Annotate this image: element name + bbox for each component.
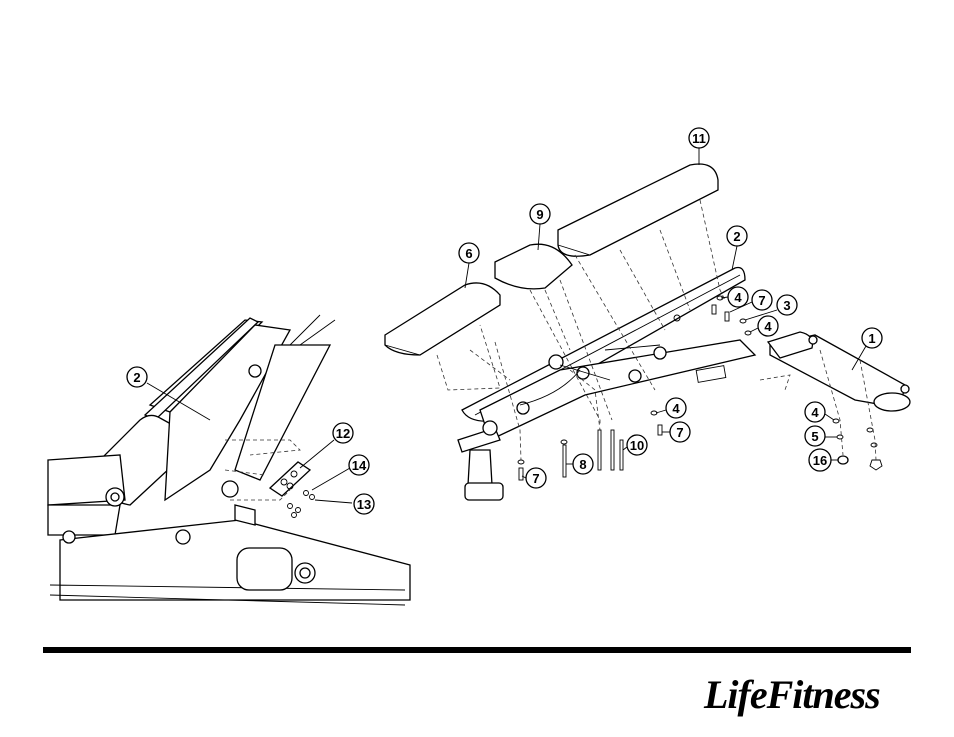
svg-text:7: 7 bbox=[532, 471, 539, 486]
callout-7-c: 7 bbox=[522, 468, 546, 488]
svg-text:7: 7 bbox=[758, 293, 765, 308]
footer-divider bbox=[43, 647, 911, 653]
callout-9: 9 bbox=[530, 204, 550, 250]
svg-text:2: 2 bbox=[133, 370, 140, 385]
callout-4-c: 4 bbox=[805, 402, 834, 422]
svg-text:11: 11 bbox=[692, 131, 706, 146]
callout-11: 11 bbox=[689, 128, 709, 165]
callout-7-b: 7 bbox=[662, 422, 690, 442]
svg-text:4: 4 bbox=[811, 405, 819, 420]
detail-callout-13: 13 bbox=[354, 494, 374, 514]
svg-text:5: 5 bbox=[811, 429, 818, 444]
svg-text:6: 6 bbox=[465, 246, 472, 261]
callout-4-b: 4 bbox=[750, 316, 778, 336]
svg-text:4: 4 bbox=[764, 319, 772, 334]
detail-callout-2: 2 bbox=[127, 367, 147, 387]
svg-text:8: 8 bbox=[579, 457, 586, 472]
svg-text:7: 7 bbox=[676, 425, 683, 440]
svg-text:LifeFitness: LifeFitness bbox=[703, 672, 880, 717]
callout-10: 10 bbox=[623, 435, 647, 455]
svg-text:13: 13 bbox=[357, 497, 371, 512]
callout-16: 16 bbox=[809, 449, 838, 471]
detail-callout-14: 14 bbox=[349, 455, 369, 475]
svg-text:10: 10 bbox=[630, 438, 644, 453]
svg-text:14: 14 bbox=[352, 458, 367, 473]
life-fitness-logo: LifeFitness bbox=[700, 670, 914, 720]
svg-text:3: 3 bbox=[783, 298, 790, 313]
callout-8: 8 bbox=[566, 454, 593, 474]
svg-text:16: 16 bbox=[813, 453, 827, 468]
svg-text:9: 9 bbox=[536, 207, 543, 222]
detail-callout-12: 12 bbox=[333, 423, 353, 443]
svg-text:12: 12 bbox=[336, 426, 350, 441]
svg-text:4: 4 bbox=[734, 290, 742, 305]
callout-2: 2 bbox=[727, 226, 747, 270]
callout-5: 5 bbox=[805, 426, 837, 446]
callout-6: 6 bbox=[459, 243, 479, 288]
callout-4-d: 4 bbox=[656, 398, 686, 418]
exploded-view bbox=[385, 164, 910, 500]
svg-text:4: 4 bbox=[672, 401, 680, 416]
svg-text:2: 2 bbox=[733, 229, 740, 244]
svg-text:1: 1 bbox=[868, 331, 875, 346]
